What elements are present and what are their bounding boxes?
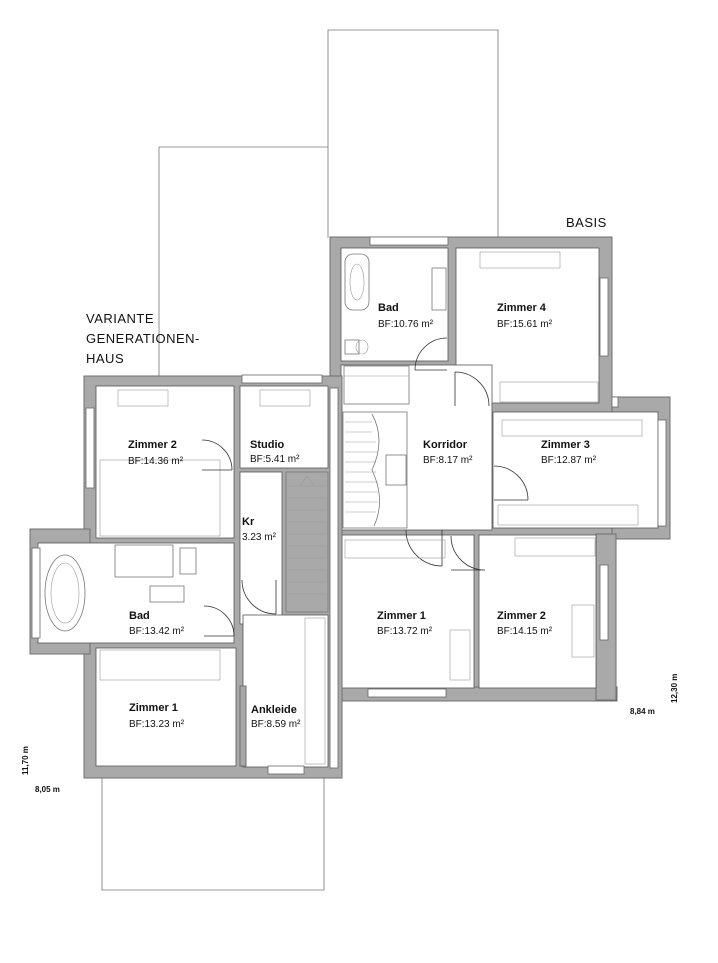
room-area: BF:14.36 m² bbox=[128, 456, 184, 467]
room-area: BF:10.76 m² bbox=[378, 319, 434, 330]
room-name: Zimmer 4 bbox=[497, 302, 547, 314]
room-area: BF:13.42 m² bbox=[129, 626, 185, 637]
basis-building bbox=[329, 236, 671, 702]
room-area: BF:13.72 m² bbox=[377, 626, 433, 637]
room-name: Zimmer 2 bbox=[128, 439, 177, 451]
variante-building bbox=[29, 374, 343, 779]
room-area: BF:8.17 m² bbox=[423, 455, 473, 466]
terrace-outlines bbox=[101, 29, 499, 891]
room-name: Zimmer 1 bbox=[377, 610, 426, 622]
basis-bad bbox=[340, 247, 449, 362]
basis-zimmer-3 bbox=[492, 411, 659, 529]
room-name: Korridor bbox=[423, 439, 468, 451]
room-name: Zimmer 1 bbox=[129, 702, 178, 714]
room-name: Zimmer 2 bbox=[497, 610, 546, 622]
heading-variante-1: VARIANTE bbox=[86, 311, 154, 326]
variante-zimmer-1 bbox=[95, 647, 237, 767]
room-name: Bad bbox=[129, 610, 150, 622]
room-name: Bad bbox=[378, 302, 399, 314]
variante-staircase bbox=[285, 471, 329, 613]
variante-studio bbox=[239, 385, 329, 469]
room-area: BF:12.87 m² bbox=[541, 455, 597, 466]
basis-staircase bbox=[342, 411, 408, 529]
heading-variante-3: HAUS bbox=[86, 351, 124, 366]
room-name: Zimmer 3 bbox=[541, 439, 590, 451]
dimension-left-width: 8,05 m bbox=[35, 785, 60, 794]
heading-basis: BASIS bbox=[566, 215, 607, 230]
dimension-left-height: 11,70 m bbox=[21, 746, 30, 775]
dimension-right-width: 8,84 m bbox=[630, 707, 655, 716]
room-area: BF:14.15 m² bbox=[497, 626, 553, 637]
variante-ankleide bbox=[242, 614, 329, 768]
room-name: Studio bbox=[250, 439, 284, 451]
room-name: Kr bbox=[242, 516, 255, 528]
dimension-right-height: 12,30 m bbox=[670, 674, 679, 703]
variante-zimmer-2 bbox=[95, 385, 235, 539]
variante-kr bbox=[239, 471, 283, 625]
heading-variante-2: GENERATIONEN- bbox=[86, 331, 200, 346]
basis-zimmer-2 bbox=[478, 534, 597, 689]
room-area: BF:5.41 m² bbox=[250, 454, 300, 465]
room-area: BF:13.23 m² bbox=[129, 719, 185, 730]
basis-korridor bbox=[340, 364, 493, 531]
room-area: BF:15.61 m² bbox=[497, 319, 553, 330]
basis-zimmer-1 bbox=[340, 534, 475, 689]
variante-bad bbox=[37, 542, 235, 644]
room-area: BF:8.59 m² bbox=[251, 719, 301, 730]
room-name: Ankleide bbox=[251, 704, 297, 716]
room-area: 3.23 m² bbox=[242, 532, 277, 543]
